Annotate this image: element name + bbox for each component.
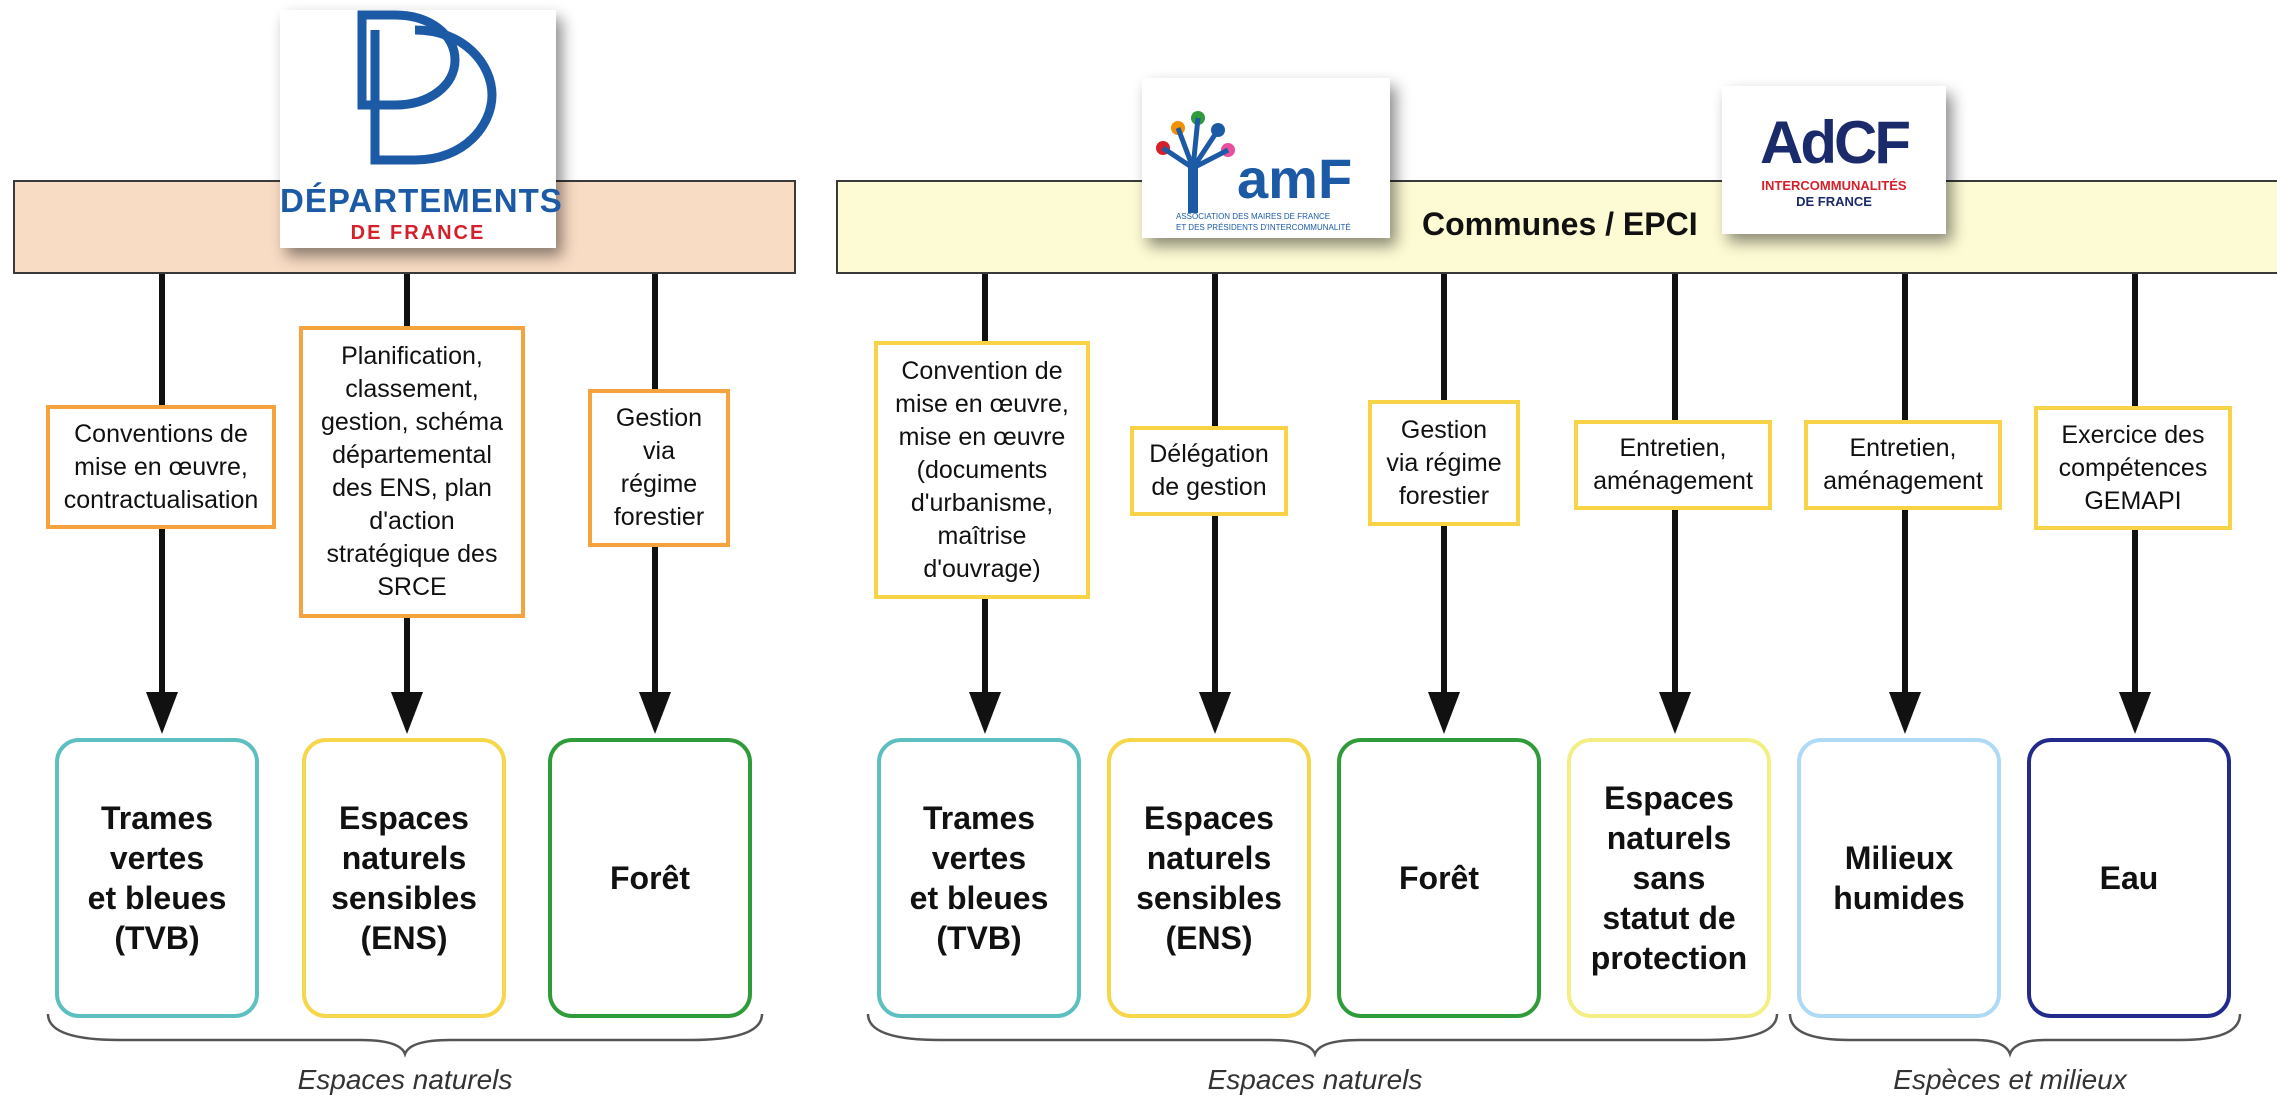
arrow-2 xyxy=(391,692,423,734)
brace-middle xyxy=(866,1013,1779,1058)
group-braces xyxy=(46,1013,2242,1058)
action-label-5: Délégation de gestion xyxy=(1130,426,1288,516)
action-label-3: Gestion via régime forestier xyxy=(588,389,730,547)
target-ens-communes: Espaces naturels sensibles (ENS) xyxy=(1107,738,1311,1018)
departements-logo-text: DÉPARTEMENTS xyxy=(280,182,563,219)
action-label-9: Exercice des compétences GEMAPI xyxy=(2034,406,2232,530)
target-eau: Eau xyxy=(2027,738,2231,1018)
adcf-logo-subtext-1: INTERCOMMUNALITÉS xyxy=(1761,178,1907,193)
arrow-5 xyxy=(1199,692,1231,734)
target-milieux-humides: Milieux humides xyxy=(1797,738,2001,1018)
brace-right xyxy=(1788,1013,2242,1058)
action-label-1: Conventions de mise en œuvre, contractua… xyxy=(46,405,276,529)
action-label-2: Planification, classement, gestion, sché… xyxy=(299,326,525,618)
amf-logo-subtext-2: ET DES PRÉSIDENTS D'INTERCOMMUNALITÉ xyxy=(1176,223,1351,232)
amf-logo: amF ASSOCIATION DES MAIRES DE FRANCE ET … xyxy=(1142,78,1390,238)
target-foret-departements: Forêt xyxy=(548,738,752,1018)
action-label-7: Entretien, aménagement xyxy=(1574,420,1772,510)
departements-de-france-logo: DÉPARTEMENTS DE FRANCE xyxy=(280,10,563,248)
arrow-8 xyxy=(1889,692,1921,734)
arrow-7 xyxy=(1659,692,1691,734)
arrow-6 xyxy=(1428,692,1460,734)
adcf-logo: AdCF INTERCOMMUNALITÉS DE FRANCE xyxy=(1722,86,1946,234)
target-espaces-sans-statut: Espaces naturels sans statut de protecti… xyxy=(1567,738,1771,1018)
group-label-espaces-naturels-left: Espaces naturels xyxy=(297,1064,513,1095)
communes-epci-band xyxy=(836,180,2277,274)
target-tvb-communes: Trames vertes et bleues (TVB) xyxy=(877,738,1081,1018)
adcf-logo-text: AdCF xyxy=(1760,109,1911,176)
departements-logo-subtext: DE FRANCE xyxy=(350,222,486,244)
brace-left xyxy=(46,1013,764,1058)
target-tvb-departements: Trames vertes et bleues (TVB) xyxy=(55,738,259,1018)
adcf-logo-subtext-2: DE FRANCE xyxy=(1796,194,1872,209)
arrow-1 xyxy=(146,692,178,734)
arrow-9 xyxy=(2119,692,2151,734)
target-foret-communes: Forêt xyxy=(1337,738,1541,1018)
group-label-espaces-naturels-right: Espaces naturels xyxy=(1207,1064,1423,1095)
arrow-4 xyxy=(969,692,1001,734)
group-label-especes-milieux: Espèces et milieux xyxy=(1893,1064,2127,1095)
arrow-3 xyxy=(639,692,671,734)
target-ens-departements: Espaces naturels sensibles (ENS) xyxy=(302,738,506,1018)
action-label-8: Entretien, aménagement xyxy=(1804,420,2002,510)
amf-logo-subtext-1: ASSOCIATION DES MAIRES DE FRANCE xyxy=(1176,212,1331,221)
action-label-4: Convention de mise en œuvre, mise en œuv… xyxy=(874,341,1090,599)
amf-tree-icon xyxy=(1156,111,1235,213)
amf-logo-text: amF xyxy=(1237,147,1353,210)
communes-epci-title: Communes / EPCI xyxy=(1422,206,1698,242)
departements-logo-mark xyxy=(357,10,497,165)
action-label-6: Gestion via régime forestier xyxy=(1368,400,1520,526)
